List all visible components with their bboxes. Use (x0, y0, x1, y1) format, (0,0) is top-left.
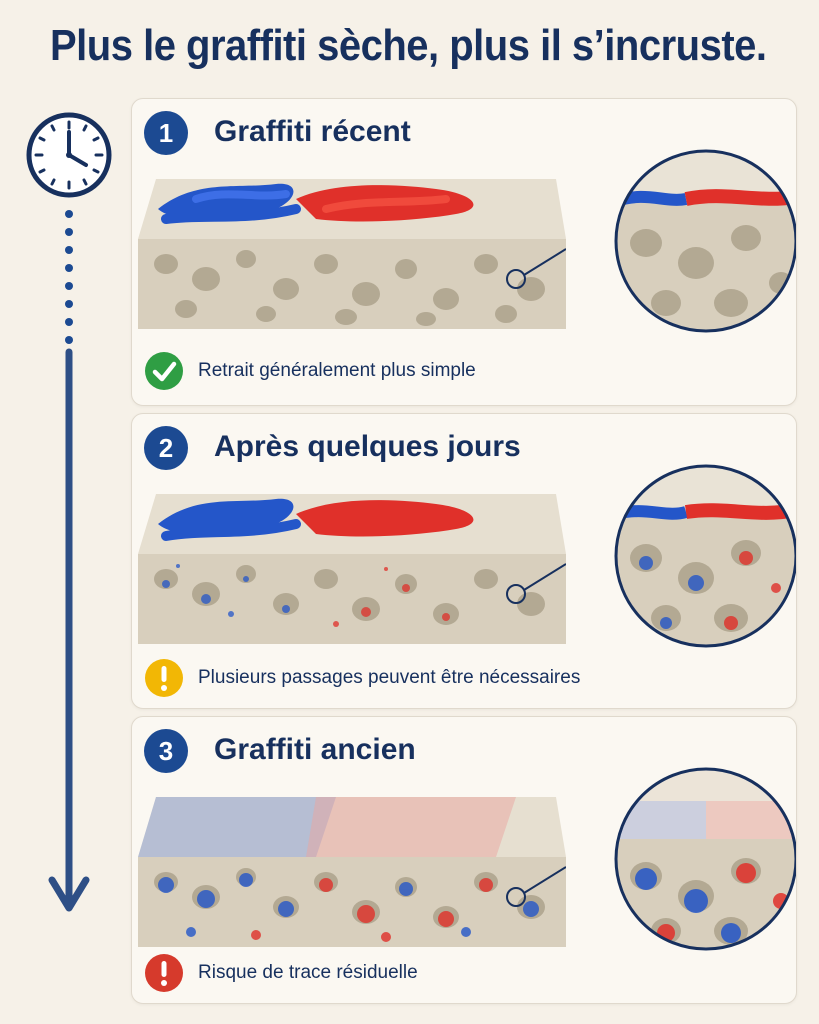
status-text: Retrait généralement plus simple (198, 360, 476, 381)
status-text: Plusieurs passages peuvent être nécessai… (198, 667, 581, 688)
warning-icon (145, 659, 183, 697)
stage-card-2: 2 Après quelques jours (131, 413, 797, 709)
stage-number-badge: 1 (144, 111, 188, 155)
status-row: Retrait généralement plus simple (144, 351, 476, 391)
stone-block-illustration (138, 797, 566, 947)
alert-icon (145, 954, 183, 992)
zoom-detail-circle (614, 464, 796, 648)
stage-card-3: 3 Graffiti ancien (131, 716, 797, 1004)
zoom-detail-circle (614, 767, 796, 951)
check-icon (145, 352, 183, 390)
page-title: Plus le graffiti sèche, plus il s’incrus… (50, 22, 767, 70)
status-text: Risque de trace résiduelle (198, 962, 418, 983)
stage-card-1: 1 Graffiti récent (131, 98, 797, 406)
status-row: Risque de trace résiduelle (144, 953, 418, 993)
stage-title: Après quelques jours (214, 430, 521, 463)
zoom-detail-circle (614, 149, 796, 333)
stage-number-badge: 3 (144, 729, 188, 773)
stone-block-illustration (138, 494, 566, 644)
stage-number-badge: 2 (144, 426, 188, 470)
timeline-arrow (48, 210, 90, 912)
clock-icon (26, 112, 112, 198)
status-row: Plusieurs passages peuvent être nécessai… (144, 658, 580, 698)
stage-title: Graffiti ancien (214, 733, 416, 766)
stone-block-illustration (138, 179, 566, 329)
stage-title: Graffiti récent (214, 115, 411, 148)
